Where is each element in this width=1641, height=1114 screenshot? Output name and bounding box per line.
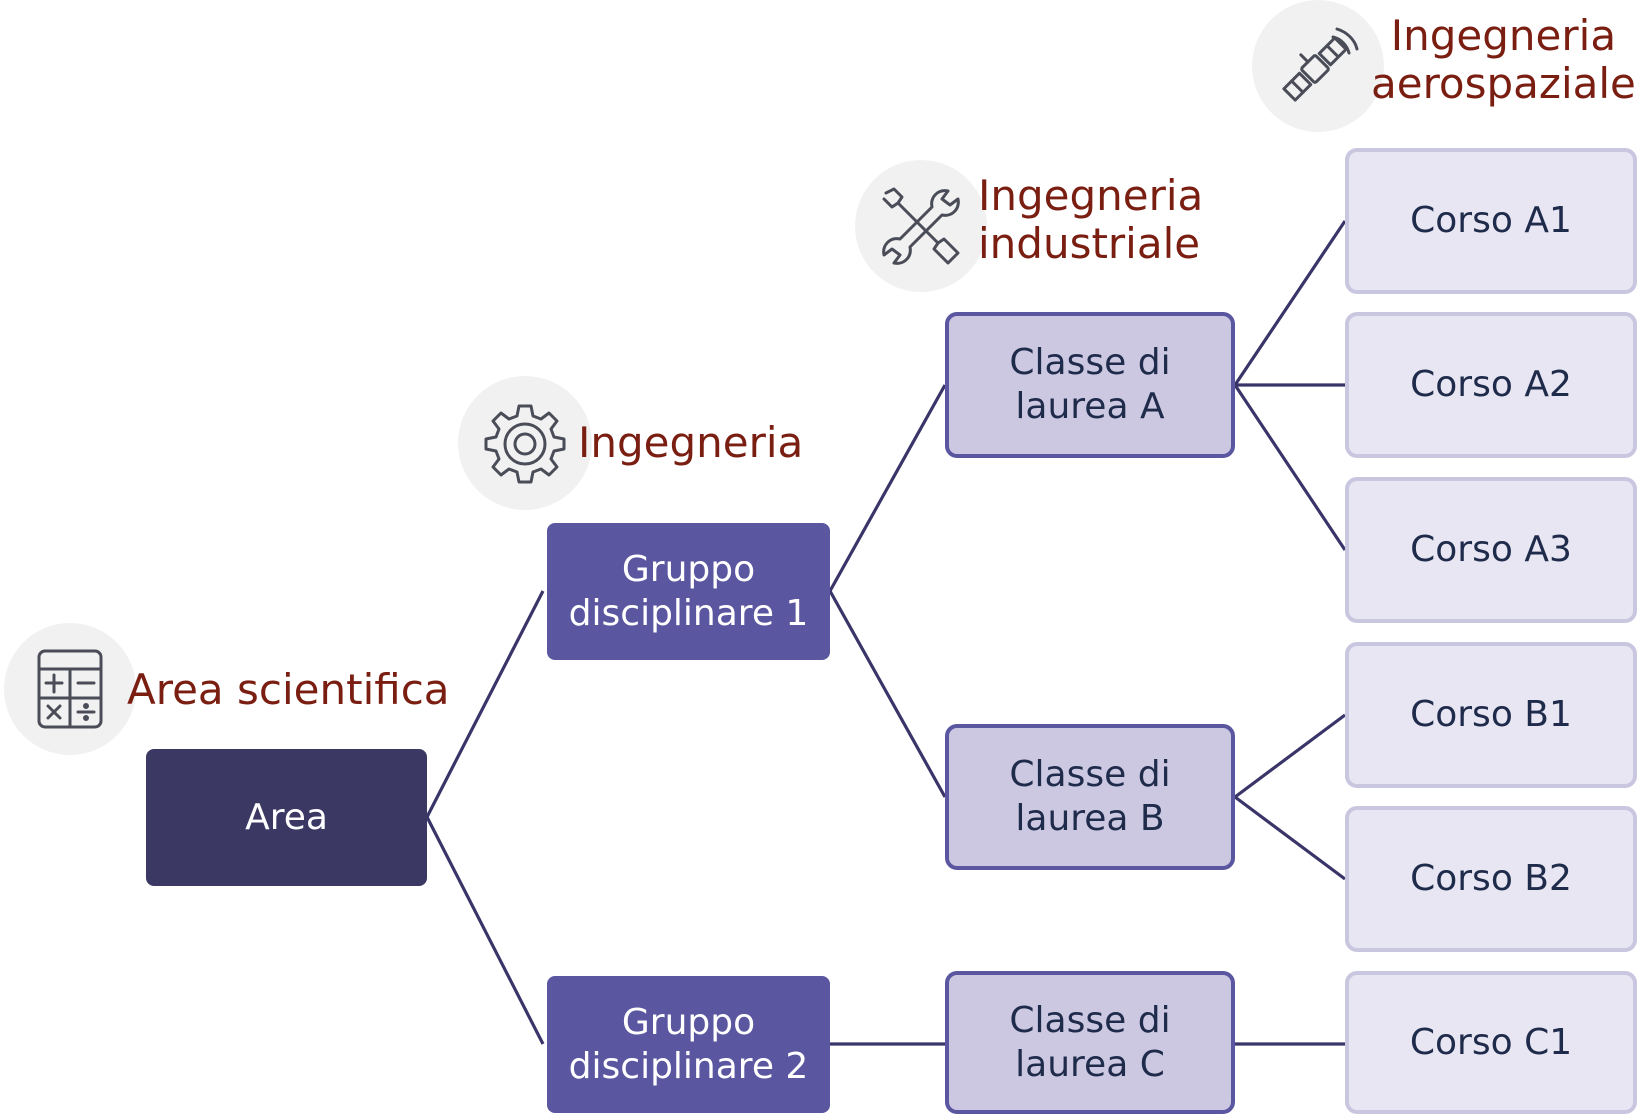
satellite-icon [1252, 0, 1384, 132]
connector-area-gruppo-2 [425, 816, 545, 1045]
node-corso-c1[interactable]: Corso C1 [1345, 971, 1637, 1114]
label-ingegneria-aerospaziale: Ingegneria aerospaziale [1371, 11, 1636, 108]
node-corso-a2[interactable]: Corso A2 [1345, 312, 1637, 458]
connector-area-gruppo-1 [425, 590, 545, 818]
node-corso-a1[interactable]: Corso A1 [1345, 148, 1637, 294]
connector-classe-a-corso-a3 [1233, 384, 1347, 551]
connector-classe-a-corso-a1 [1233, 220, 1347, 386]
node-area[interactable]: Area [146, 749, 427, 886]
node-corso-a3[interactable]: Corso A3 [1345, 477, 1637, 623]
node-corso-b1[interactable]: Corso B1 [1345, 642, 1637, 788]
calculator-icon [4, 623, 136, 755]
wrench-screwdriver-icon [855, 160, 987, 292]
connector-classe-b-corso-b2 [1234, 795, 1346, 881]
connector-classe-b-corso-b1 [1234, 713, 1346, 799]
node-gruppo-disciplinare-1[interactable]: Gruppo disciplinare 1 [547, 523, 830, 660]
gear-icon [458, 376, 592, 510]
node-classe-di-laurea-c[interactable]: Classe di laurea C [945, 971, 1235, 1114]
node-classe-di-laurea-b[interactable]: Classe di laurea B [945, 724, 1235, 870]
node-classe-di-laurea-a[interactable]: Classe di laurea A [945, 312, 1235, 458]
node-corso-b2[interactable]: Corso B2 [1345, 806, 1637, 952]
connector-gruppo-1-classe-b [828, 590, 947, 798]
connector-gruppo-1-classe-a [828, 384, 947, 592]
label-ingegneria-industriale: Ingegneria industriale [978, 171, 1204, 268]
node-gruppo-disciplinare-2[interactable]: Gruppo disciplinare 2 [547, 976, 830, 1113]
label-ingegneria: Ingegneria [578, 418, 804, 467]
label-area-scientifica: Area scientifica [127, 665, 450, 714]
